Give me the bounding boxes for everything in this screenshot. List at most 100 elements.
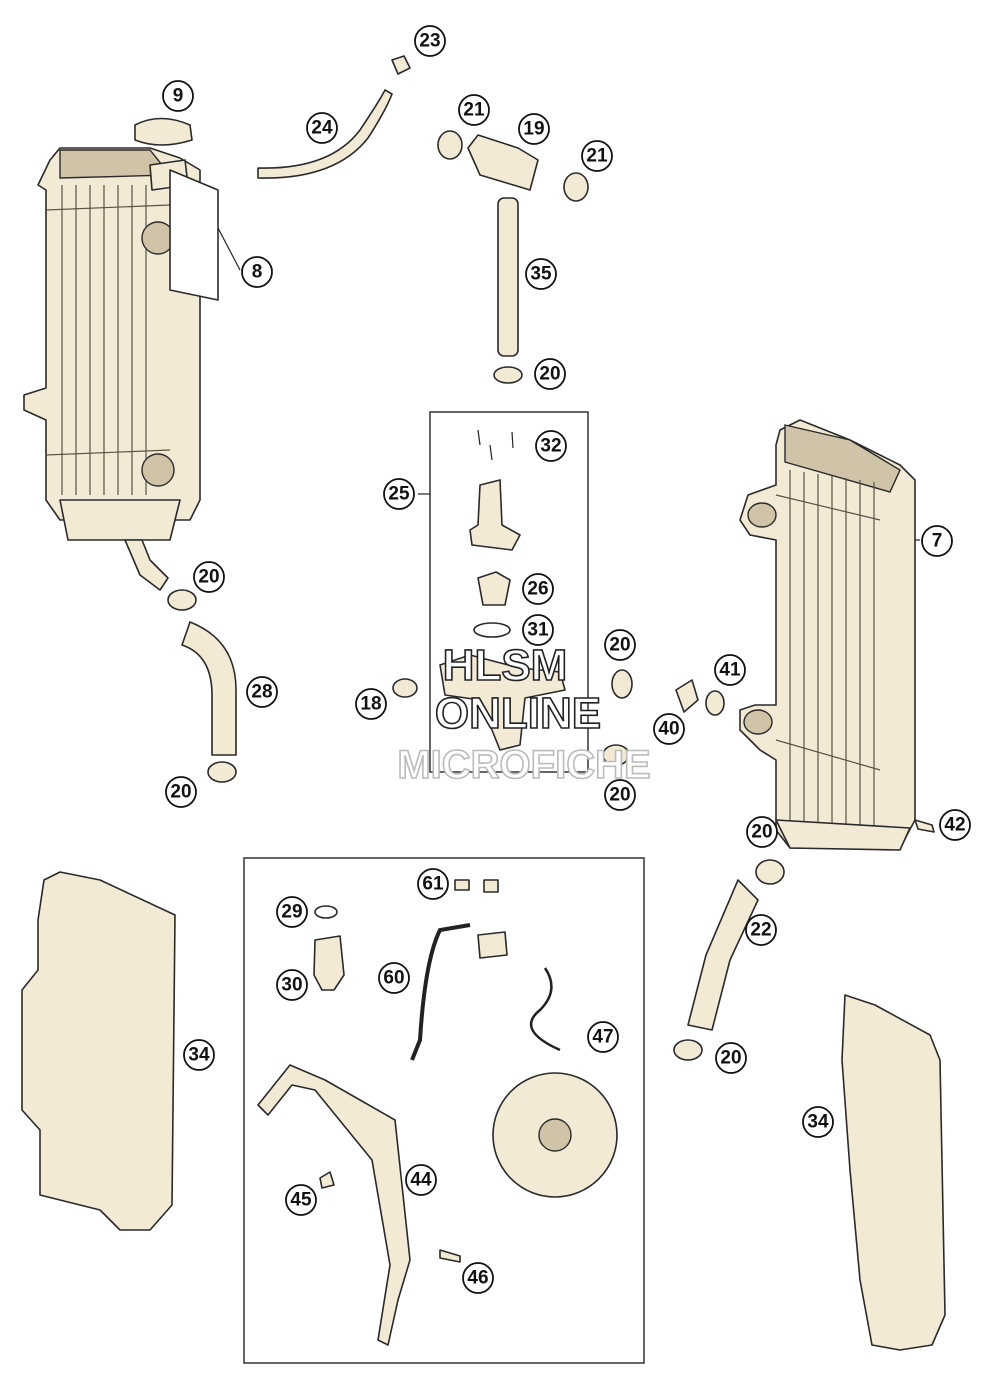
thermostat-housing [439, 654, 566, 751]
radiator-louver-right [841, 994, 946, 1351]
svg-text:47: 47 [592, 1027, 613, 1048]
callout-25: 25 [383, 478, 415, 510]
callout-60: 60 [378, 962, 410, 994]
wiring-harness [410, 923, 471, 1061]
connecting-pipe [497, 197, 519, 357]
radiator-cap [134, 117, 193, 146]
svg-text:20: 20 [609, 785, 630, 806]
callout-20-left-lower: 20 [165, 776, 197, 808]
svg-text:ONLINE: ONLINE [435, 689, 601, 738]
callout-21-left: 21 [458, 94, 490, 126]
callout-42: 42 [939, 809, 971, 841]
hose-clamp-20-left-lower [207, 761, 237, 783]
o-ring [473, 622, 511, 638]
hose-clamp-20-lower-right [602, 744, 630, 766]
left-radiator [23, 147, 219, 591]
grommet-41 [675, 679, 699, 713]
callout-8: 8 [241, 256, 273, 288]
svg-text:23: 23 [419, 31, 440, 52]
svg-text:20: 20 [539, 364, 560, 385]
sealing-ring-29 [314, 905, 338, 919]
lower-radiator-hose-right [687, 879, 759, 1031]
callout-20-thermo-lower: 20 [604, 779, 636, 811]
svg-text:60: 60 [383, 968, 404, 989]
callout-47: 47 [587, 1021, 619, 1053]
hose-clamp-20-upper-right [611, 669, 633, 699]
thermostat-group-frame [429, 411, 589, 773]
svg-text:20: 20 [198, 567, 219, 588]
hose-clamp-20-left-upper [167, 589, 197, 611]
svg-text:26: 26 [527, 579, 548, 600]
callout-21-right: 21 [581, 140, 613, 172]
callout-23: 23 [414, 25, 446, 57]
svg-text:22: 22 [750, 920, 771, 941]
callout-20-pipe: 20 [534, 358, 566, 390]
svg-text:24: 24 [311, 118, 333, 139]
svg-text:21: 21 [586, 146, 608, 167]
svg-text:40: 40 [658, 719, 679, 740]
svg-text:20: 20 [751, 822, 772, 843]
callout-34-right: 34 [802, 1106, 834, 1138]
right-radiator [739, 419, 916, 851]
callout-31: 31 [522, 614, 554, 646]
fan-connector-cable [529, 967, 561, 1052]
svg-text:32: 32 [540, 436, 561, 457]
hose-clip-small [391, 55, 411, 75]
callout-30: 30 [276, 969, 308, 1001]
bolt-42 [914, 819, 935, 833]
svg-text:18: 18 [360, 694, 381, 715]
fan-hub [538, 1118, 572, 1152]
svg-text:34: 34 [188, 1045, 210, 1066]
callout-22: 22 [745, 914, 777, 946]
svg-text:30: 30 [281, 975, 302, 996]
thermostat [477, 571, 511, 606]
bolt-46 [439, 1249, 461, 1263]
callout-35: 35 [525, 258, 557, 290]
svg-text:28: 28 [251, 682, 272, 703]
hose-clamp-21-left [437, 130, 463, 160]
svg-text:21: 21 [463, 100, 485, 121]
svg-text:19: 19 [523, 119, 544, 140]
svg-text:25: 25 [388, 484, 410, 505]
svg-text:HLSM: HLSM [443, 641, 568, 690]
callout-32: 32 [535, 430, 567, 462]
svg-text:44: 44 [410, 1170, 432, 1191]
overflow-hose [257, 89, 393, 179]
hose-clamp-20-right-lower [673, 1039, 703, 1061]
svg-text:8: 8 [252, 262, 263, 283]
svg-text:42: 42 [944, 815, 965, 836]
callout-45: 45 [285, 1184, 317, 1216]
svg-text:41: 41 [719, 660, 741, 681]
washer-40 [705, 690, 725, 716]
screws-32 [477, 429, 514, 461]
screw-45 [319, 1171, 335, 1189]
harness-connector [477, 931, 508, 959]
svg-text:45: 45 [290, 1190, 312, 1211]
callout-20-right-lower: 20 [715, 1042, 747, 1074]
callout-44: 44 [405, 1164, 437, 1196]
callout-20-thermo-upper: 20 [604, 629, 636, 661]
svg-text:31: 31 [527, 620, 549, 641]
callout-20-left-upper: 20 [193, 561, 225, 593]
callout-40: 40 [653, 713, 685, 745]
connector-61 [483, 879, 499, 893]
svg-text:34: 34 [807, 1112, 829, 1133]
callout-24: 24 [306, 112, 338, 144]
svg-text:MICROFICHE: MICROFICHE [397, 743, 650, 787]
radiator-louver-left [21, 871, 176, 1231]
callout-7: 7 [921, 525, 953, 557]
callout-46: 46 [462, 1262, 494, 1294]
hose-clamp-18 [392, 678, 418, 698]
thermostat-housing-cover [469, 479, 521, 551]
callout-9: 9 [162, 80, 194, 112]
svg-text:46: 46 [467, 1268, 488, 1289]
svg-text:29: 29 [281, 902, 302, 923]
svg-text:35: 35 [530, 264, 552, 285]
callout-28: 28 [246, 676, 278, 708]
fan-bracket [257, 1064, 411, 1346]
fuse-61 [454, 879, 470, 891]
y-connector [467, 134, 539, 191]
temperature-switch [313, 935, 345, 991]
leader-8 [217, 227, 241, 271]
